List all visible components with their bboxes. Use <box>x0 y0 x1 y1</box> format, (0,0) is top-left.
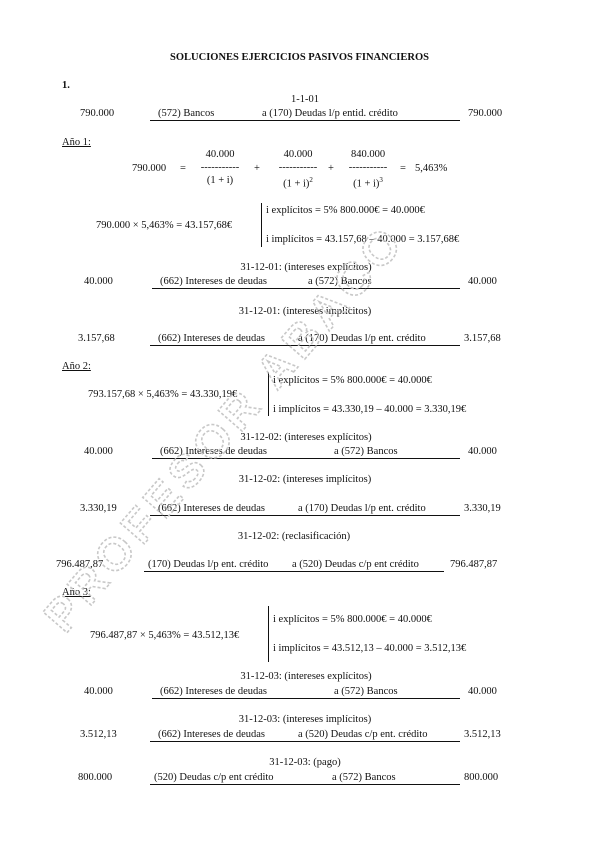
year-2-heading: Año 2: <box>62 361 91 372</box>
credit-amount: 796.487,87 <box>450 559 498 570</box>
journal-entry-line: (520) Deudas c/p ent crédito a (572) Ban… <box>150 770 460 785</box>
implicit-interest: i implícitos = 43.157,68 – 40.000 = 3.15… <box>266 234 460 245</box>
journal-entry-line: (662) Intereses de deudas a (572) Bancos <box>152 684 460 699</box>
debit-account: (662) Intereses de deudas <box>158 333 265 344</box>
equation-equals-2: = <box>400 163 406 174</box>
denominator-1: (1 + i) <box>206 175 234 186</box>
debit-amount: 3.512,13 <box>80 729 117 740</box>
debit-amount: 790.000 <box>80 108 115 119</box>
denominator-3: (1 + i) <box>353 178 380 190</box>
journal-entry-line: (662) Intereses de deudas a (170) Deudas… <box>150 501 460 516</box>
debit-account: (520) Deudas c/p ent crédito <box>154 772 274 783</box>
credit-account: a (170) Deudas l/p ent. crédito <box>298 333 426 344</box>
debit-account: (170) Deudas l/p ent. crédito <box>148 559 269 570</box>
fraction-2: 40.000 ----------- (1 + i)2 <box>270 148 326 191</box>
journal-date: 31-12-02: (intereses explícitos) <box>240 432 372 443</box>
equation-plus-2: + <box>328 163 334 174</box>
credit-amount: 40.000 <box>468 446 497 457</box>
journal-date: 31-12-02: (reclasificación) <box>237 531 351 542</box>
equation-plus-1: + <box>254 163 260 174</box>
interest-calculation: 796.487,87 × 5,463% = 43.512,13€ <box>90 630 240 641</box>
debit-amount: 3.330,19 <box>80 503 117 514</box>
page-title: SOLUCIONES EJERCICIOS PASIVOS FINANCIERO… <box>170 52 429 63</box>
debit-amount: 3.157,68 <box>78 333 115 344</box>
fraction-3: 840.000 ----------- (1 + i)3 <box>340 148 396 191</box>
year-1-heading: Año 1: <box>62 137 91 148</box>
credit-amount: 3.330,19 <box>464 503 501 514</box>
debit-account: (662) Intereses de deudas <box>160 276 267 287</box>
year-3-heading: Año 3: <box>62 587 91 598</box>
credit-amount: 800.000 <box>464 772 499 783</box>
journal-date: 31-12-01: (intereses explícitos) <box>240 262 372 273</box>
journal-date: 1-1-01 <box>291 94 319 105</box>
credit-account: a (572) Bancos <box>308 276 372 287</box>
implicit-interest: i implícitos = 43.512,13 – 40.000 = 3.51… <box>273 643 467 654</box>
fraction-bar-1: ----------- <box>200 162 240 173</box>
debit-amount: 40.000 <box>84 276 113 287</box>
exercise-number: 1. <box>62 80 70 91</box>
credit-account: a (170) Deudas l/p ent. crédito <box>298 503 426 514</box>
interest-calculation: 790.000 × 5,463% = 43.157,68€ <box>96 220 233 231</box>
debit-amount: 800.000 <box>78 772 113 783</box>
credit-account: a (572) Bancos <box>334 446 398 457</box>
brace-line <box>268 372 269 416</box>
journal-entry-line: (662) Intereses de deudas a (520) Deudas… <box>150 727 460 742</box>
debit-account: (572) Bancos <box>158 108 215 119</box>
explicit-interest: i explícitos = 5% 800.000€ = 40.000€ <box>273 375 432 386</box>
journal-date: 31-12-02: (intereses implícitos) <box>238 474 372 485</box>
implicit-interest: i implícitos = 43.330,19 – 40.000 = 3.33… <box>273 404 467 415</box>
exponent-3: 3 <box>379 176 383 184</box>
brace-line <box>261 203 262 247</box>
credit-amount: 3.512,13 <box>464 729 501 740</box>
credit-account: a (520) Deudas c/p ent crédito <box>292 559 419 570</box>
interest-calculation: 793.157,68 × 5,463% = 43.330,19€ <box>88 389 238 400</box>
journal-entry-line: (662) Intereses de deudas a (572) Bancos <box>152 274 460 289</box>
credit-amount: 3.157,68 <box>464 333 501 344</box>
numerator-1: 40.000 <box>205 149 235 160</box>
journal-date: 31-12-03: (intereses explícitos) <box>240 671 372 682</box>
debit-account: (662) Intereses de deudas <box>158 729 265 740</box>
debit-account: (662) Intereses de deudas <box>160 446 267 457</box>
journal-entry-line: (572) Bancos a (170) Deudas l/p entid. c… <box>150 106 460 121</box>
debit-account: (662) Intereses de deudas <box>160 686 267 697</box>
journal-entry-line: (662) Intereses de deudas a (572) Bancos <box>152 444 460 459</box>
interest-rate-result: 5,463% <box>415 163 448 174</box>
fraction-1: 40.000 ----------- (1 + i) <box>196 148 244 187</box>
fraction-bar-2: ----------- <box>278 162 318 173</box>
exponent-2: 2 <box>309 176 313 184</box>
credit-amount: 790.000 <box>468 108 503 119</box>
debit-amount: 40.000 <box>84 686 113 697</box>
equation-lhs: 790.000 <box>132 163 167 174</box>
credit-amount: 40.000 <box>468 686 497 697</box>
fraction-bar-3: ----------- <box>348 162 388 173</box>
journal-entry-line: (170) Deudas l/p ent. crédito a (520) De… <box>144 557 444 572</box>
credit-amount: 40.000 <box>468 276 497 287</box>
explicit-interest: i explícitos = 5% 800.000€ = 40.000€ <box>273 614 432 625</box>
equation-equals: = <box>180 163 186 174</box>
denominator-2: (1 + i) <box>283 178 310 190</box>
explicit-interest: i explícitos = 5% 800.000€ = 40.000€ <box>266 205 425 216</box>
credit-account: a (572) Bancos <box>332 772 396 783</box>
brace-line <box>268 606 269 662</box>
credit-account: a (170) Deudas l/p entid. crédito <box>262 108 398 119</box>
debit-amount: 40.000 <box>84 446 113 457</box>
debit-amount: 796.487,87 <box>56 559 104 570</box>
journal-date: 31-12-03: (intereses implícitos) <box>238 714 372 725</box>
credit-account: a (572) Bancos <box>334 686 398 697</box>
credit-account: a (520) Deudas c/p ent. crédito <box>298 729 428 740</box>
numerator-3: 840.000 <box>350 149 386 160</box>
numerator-2: 40.000 <box>283 149 313 160</box>
debit-account: (662) Intereses de deudas <box>158 503 265 514</box>
journal-date: 31-12-01: (intereses implícitos) <box>238 306 372 317</box>
journal-entry-line: (662) Intereses de deudas a (170) Deudas… <box>150 331 460 346</box>
journal-date: 31-12-03: (pago) <box>269 757 341 768</box>
